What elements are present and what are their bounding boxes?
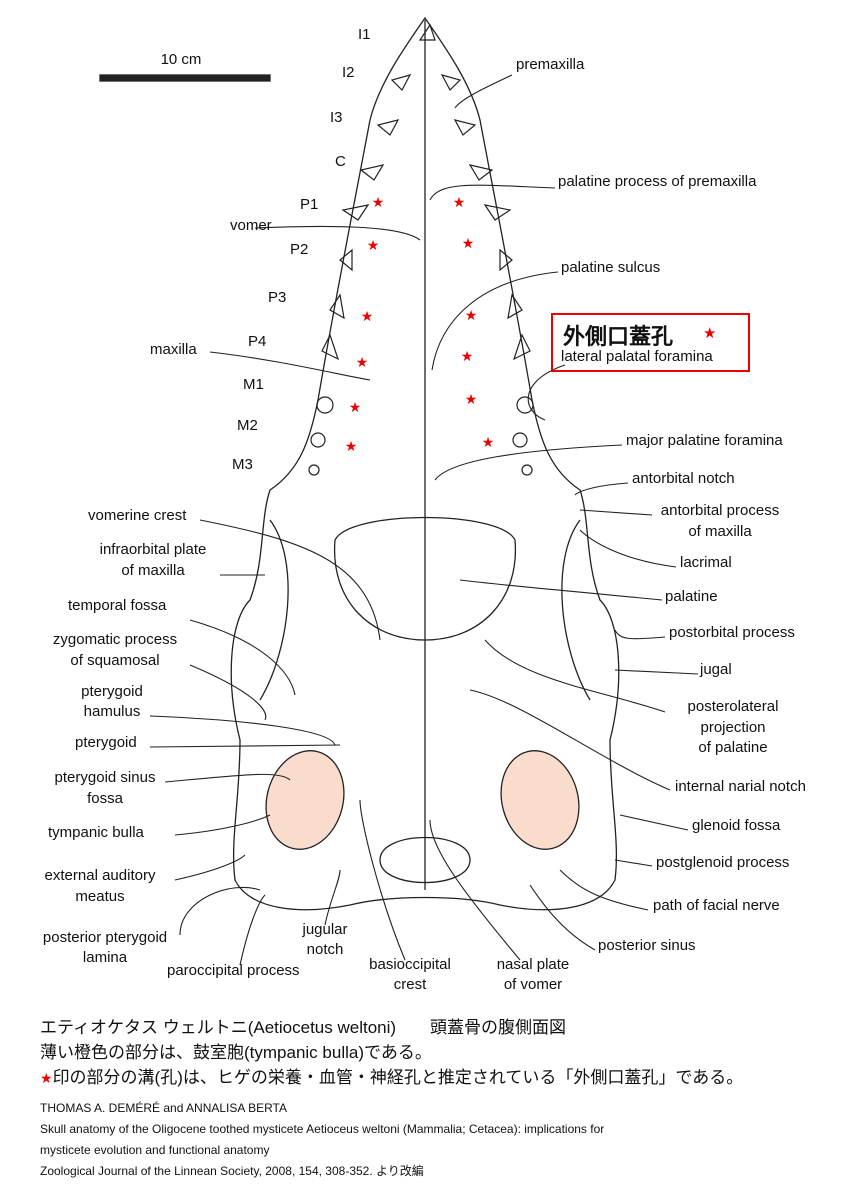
palate-rear [333, 516, 517, 641]
star-icon: ★ [461, 235, 475, 251]
scale-label: 10 cm [160, 51, 202, 68]
label-jugular-notch: jugular [302, 921, 348, 938]
label-nasal-plate: nasal plate [496, 956, 570, 973]
label-pterygoid-sinus-2: fossa [87, 790, 123, 807]
label-postorbital: postorbital process [669, 624, 795, 641]
skull-drawing [99, 16, 699, 966]
label-premaxilla: premaxilla [516, 56, 585, 73]
star-icon: ★ [366, 237, 380, 253]
ref-title-2: mysticete evolution and functional anato… [40, 1143, 270, 1157]
label-basioccipital-2: crest [393, 976, 427, 993]
label-pterygoid: pterygoid [75, 734, 137, 751]
label-antorbital-process-2: of maxilla [688, 523, 752, 540]
label-nasal-plate-2: of vomer [503, 976, 563, 993]
ref-journal: Zoological Journal of the Linnean Societ… [40, 1164, 424, 1178]
ref-title-1: Skull anatomy of the Oligocene toothed m… [40, 1122, 605, 1136]
star-icon: ★ [360, 308, 374, 324]
star-icon: ★ [703, 325, 717, 342]
star-icon: ★ [460, 348, 474, 364]
callout-en: lateral palatal foramina [561, 348, 713, 365]
tooth-label-p1: P1 [300, 196, 319, 213]
label-pterygoid-hamulus: pterygoid [81, 683, 143, 700]
ref-authors: THOMAS A. DEMÉRÉ and ANNALISA BERTA [40, 1101, 287, 1115]
label-posterolateral: posterolateral [687, 698, 779, 715]
tooth-label-p2: P2 [290, 241, 309, 258]
label-antorbital-process: antorbital process [660, 502, 780, 519]
label-major-palatine: major palatine foramina [626, 432, 783, 449]
star-icon: ★ [40, 1070, 53, 1086]
basioccipital [379, 836, 471, 884]
tooth-label-i1: I1 [358, 26, 371, 43]
label-jugal: jugal [700, 661, 732, 678]
tooth-label-p3: P3 [268, 289, 287, 306]
star-icon: ★ [481, 434, 495, 450]
label-zygomatic-2: of squamosal [70, 652, 160, 669]
tooth-label-i2: I2 [342, 64, 355, 81]
label-postglenoid: postglenoid process [656, 854, 790, 871]
tooth-label-p4: P4 [248, 333, 267, 350]
tooth-label-m2: M2 [237, 417, 258, 434]
label-antorbital-notch: antorbital notch [632, 470, 735, 487]
label-posterior-pterygoid-2: lamina [82, 949, 128, 966]
label-zygomatic: zygomatic process [52, 631, 178, 648]
star-icon: ★ [464, 307, 478, 323]
caption-line-3: 印の部分の溝(孔)は、ヒゲの栄養・血管・神経孔と推定されている「外側口蓋孔」であ… [52, 1068, 744, 1087]
label-palatine: palatine [665, 588, 718, 605]
label-posterior-sinus: posterior sinus [598, 937, 696, 954]
label-auditory-meatus: external auditory [44, 867, 156, 884]
label-infraorbital-plate-2: of maxilla [121, 562, 185, 579]
label-vomerine-crest: vomerine crest [88, 507, 187, 524]
scale-bar [99, 74, 271, 82]
tooth-label-i3: I3 [330, 109, 343, 126]
label-temporal-fossa: temporal fossa [68, 597, 167, 614]
label-basioccipital: basioccipital [369, 956, 451, 973]
label-posterolateral-3: of palatine [698, 739, 768, 756]
tooth-label-m1: M1 [243, 376, 264, 393]
label-internal-narial: internal narial notch [675, 778, 806, 795]
label-facial-nerve: path of facial nerve [653, 897, 780, 914]
label-jugular-notch-2: notch [306, 941, 344, 958]
label-lacrimal: lacrimal [680, 554, 732, 571]
star-icon: ★ [348, 399, 362, 415]
label-posterolateral-2: projection [700, 719, 766, 736]
left-tympanic-bulla [265, 750, 345, 850]
star-icon: ★ [371, 194, 385, 210]
callout-jp: 外側口蓋孔 [563, 324, 674, 349]
right-tympanic-bulla [500, 750, 580, 850]
label-paroccipital: paroccipital process [167, 962, 300, 979]
label-tympanic-bulla: tympanic bulla [48, 824, 144, 841]
skull-outline [230, 16, 620, 911]
star-icon: ★ [344, 438, 358, 454]
star-icon: ★ [355, 354, 369, 370]
label-maxilla: maxilla [150, 341, 197, 358]
label-palatine-sulcus: palatine sulcus [561, 259, 661, 276]
label-posterior-pterygoid: posterior pterygoid [42, 929, 168, 946]
tooth-label-c: C [335, 153, 346, 170]
star-icon: ★ [464, 391, 478, 407]
star-icon: ★ [452, 194, 466, 210]
label-auditory-meatus-2: meatus [75, 888, 125, 905]
label-vomer: vomer [230, 217, 272, 234]
caption-line-2: 薄い橙色の部分は、鼓室胞(tympanic bulla)である。 [40, 1043, 432, 1062]
label-infraorbital-plate: infraorbital plate [99, 541, 207, 558]
label-glenoid: glenoid fossa [692, 817, 781, 834]
label-palatine-process: palatine process of premaxilla [558, 173, 757, 190]
label-pterygoid-hamulus-2: hamulus [83, 703, 141, 720]
tooth-label-m3: M3 [232, 456, 253, 473]
label-pterygoid-sinus: pterygoid sinus [54, 769, 156, 786]
lateral-palatal-foramina-callout: 外側口蓋孔 ★ lateral palatal foramina [551, 313, 750, 372]
caption-line-1: エティオケタス ウェルトニ(Aetiocetus weltoni) 頭蓋骨の腹側… [40, 1018, 567, 1037]
